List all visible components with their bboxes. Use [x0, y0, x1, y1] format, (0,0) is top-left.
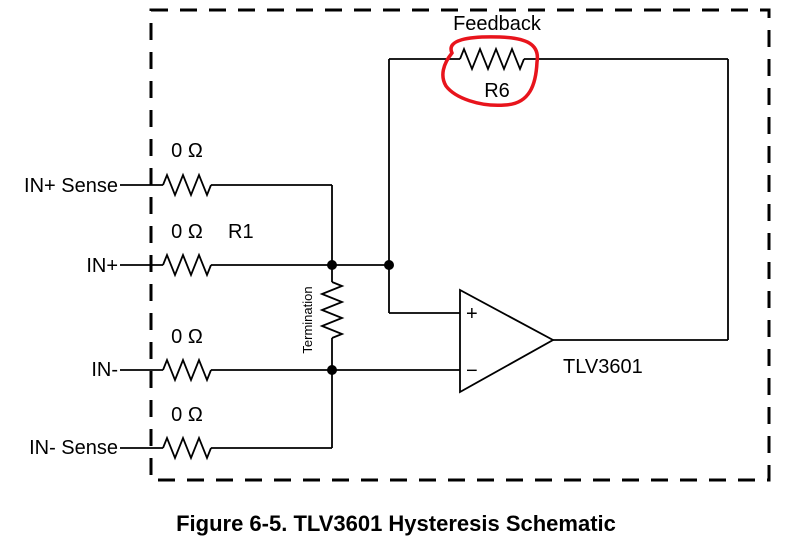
- highlight-ring: [441, 35, 540, 108]
- resistor-r1: [162, 252, 212, 278]
- value-r-in-minus-sense: 0 Ω: [171, 404, 203, 426]
- module-boundary: [149, 8, 771, 482]
- label-in-plus: IN+: [86, 255, 118, 277]
- opamp-name: TLV3601: [563, 356, 643, 378]
- opamp-minus-symbol: −: [466, 360, 478, 382]
- junction-in-minus-bus: [327, 365, 337, 375]
- label-in-minus-sense: IN- Sense: [29, 437, 118, 459]
- resistor-in-plus-sense: [162, 172, 212, 198]
- label-r1: R1: [228, 221, 254, 243]
- label-in-plus-sense: IN+ Sense: [24, 175, 118, 197]
- value-r-in-minus: 0 Ω: [171, 326, 203, 348]
- resistor-r6: [459, 46, 525, 72]
- value-r-in-plus: 0 Ω: [171, 221, 203, 243]
- resistor-in-minus-sense: [162, 435, 212, 461]
- value-r-in-plus-sense: 0 Ω: [171, 140, 203, 162]
- figure-caption: Figure 6-5. TLV3601 Hysteresis Schematic: [176, 511, 616, 536]
- opamp-symbol: [459, 288, 555, 394]
- resistor-in-minus: [162, 357, 212, 383]
- junction-in-plus-bus: [327, 260, 337, 270]
- opamp-plus-symbol: +: [466, 303, 478, 325]
- label-in-minus: IN-: [91, 359, 118, 381]
- label-r6: R6: [484, 80, 510, 102]
- resistor-termination: [319, 281, 345, 339]
- label-termination: Termination: [300, 286, 315, 353]
- label-feedback: Feedback: [453, 13, 542, 35]
